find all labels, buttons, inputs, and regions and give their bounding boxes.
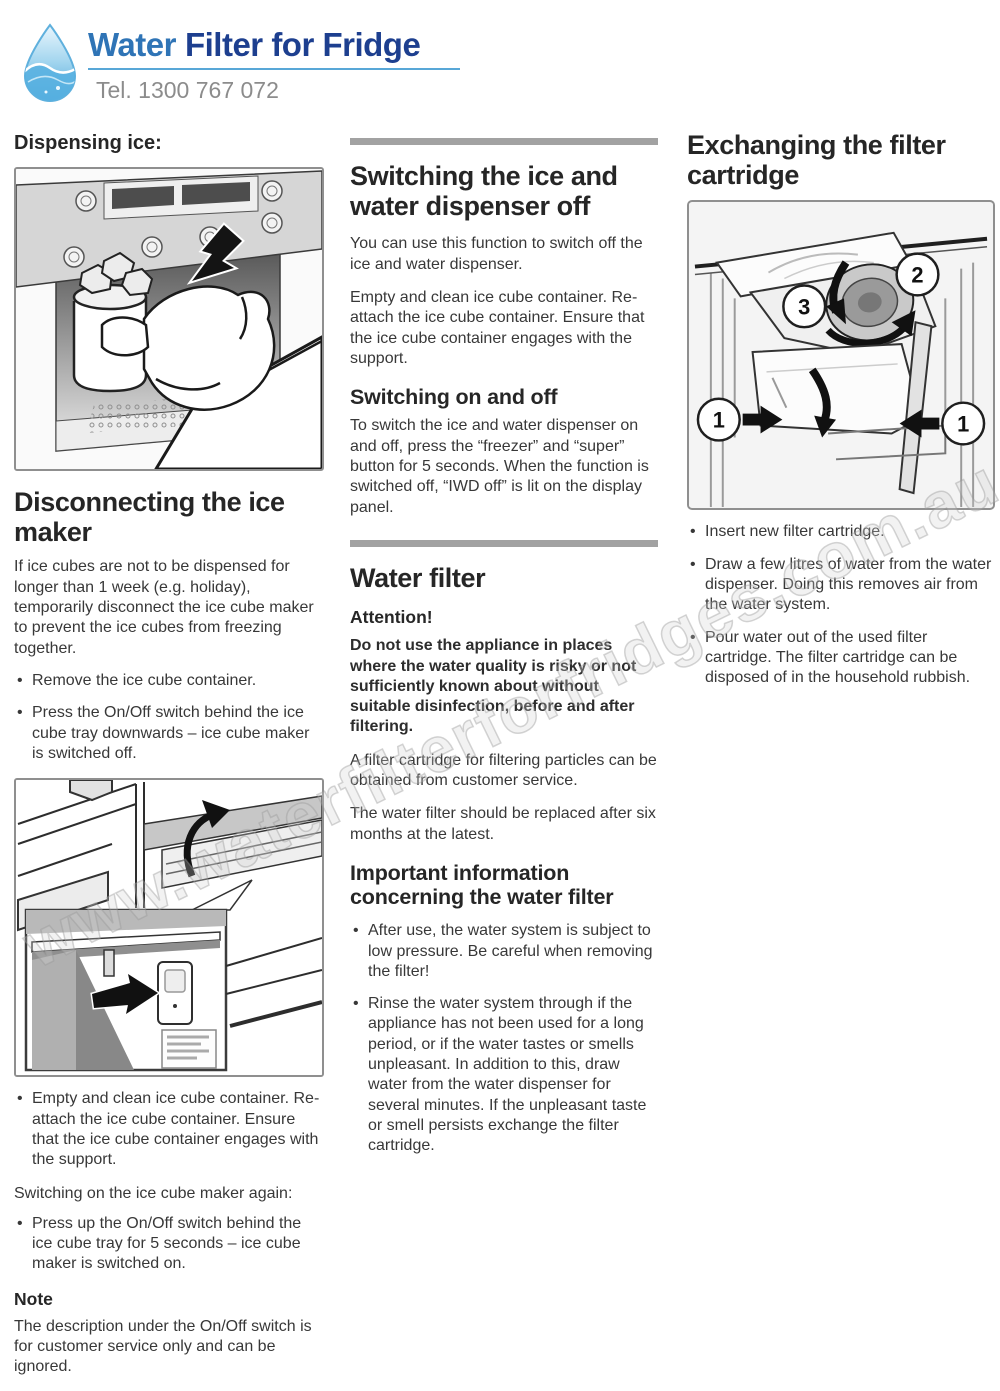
list-item: Draw a few litres of water from the wate…: [687, 555, 995, 616]
list-item: Insert new filter cartridge.: [687, 522, 995, 543]
push-left-arrow-icon: [899, 410, 940, 438]
note-text: The description under the On/Off switch …: [14, 1317, 312, 1376]
column-left: Dispensing ice:: [14, 130, 324, 1378]
callout-circle-1-left: [696, 397, 741, 443]
callout-3: 3: [798, 295, 810, 320]
ice-maker-switch-drawing: [16, 780, 322, 1076]
water-filter-heading: Water filter: [350, 562, 486, 593]
disconnecting-list: Remove the ice cube container. Press the…: [14, 671, 324, 764]
rotate-arrow-icon: [825, 326, 907, 348]
callout-1-right: 1: [957, 412, 969, 437]
press-switch-arrow-icon: [90, 971, 161, 1018]
note-heading: Note: [14, 1288, 53, 1309]
list-item: Pour water out of the used filter cartri…: [687, 628, 995, 689]
callout-circle-1-right: [941, 401, 986, 447]
switch-on-label: Switching on the ice cube maker again:: [14, 1184, 293, 1202]
press-button-arrow-icon: [186, 222, 245, 285]
paragraph: Empty and clean ice cube container. Re-a…: [350, 289, 645, 368]
list-item: Empty and clean ice cube container. Re-a…: [14, 1089, 324, 1170]
water-drop-icon: [23, 23, 77, 102]
brand-word-water: Water: [88, 26, 176, 63]
phone-number: Tel. 1300 767 072: [96, 77, 279, 103]
brand-word-rest: Filter for Fridge: [184, 26, 421, 63]
callout-1-left: 1: [713, 408, 725, 433]
dispensing-ice-heading: Dispensing ice:: [14, 132, 162, 154]
switching-on-off-heading: Switching on and off: [350, 385, 558, 410]
callout-circle-2: [895, 252, 940, 298]
disconnecting-intro: If ice cubes are not to be dispensed for…: [14, 558, 314, 657]
after-figure-list: Empty and clean ice cube container. Re-a…: [14, 1089, 324, 1170]
paragraph: The water filter should be replaced afte…: [350, 805, 656, 843]
flap-down-arrow-icon: [808, 368, 831, 424]
important-info-list: After use, the water system is subject t…: [350, 921, 658, 1156]
disconnecting-heading: Disconnecting the ice maker: [14, 487, 285, 548]
column-right: Exchanging the filter cartridge: [687, 130, 995, 689]
column-middle: Switching the ice and water dispenser of…: [350, 130, 658, 1157]
paragraph: You can use this function to switch off …: [350, 235, 643, 273]
paragraph: To switch the ice and water dispenser on…: [350, 417, 649, 516]
figure-filter-cartridge-illustration: 1 1 2 3: [687, 200, 995, 511]
callout-2: 2: [911, 263, 923, 288]
list-item: Press the On/Off switch behind the ice c…: [14, 703, 324, 764]
list-item: Press up the On/Off switch behind the ic…: [14, 1214, 324, 1275]
figure-ice-maker-switch-illustration: [14, 778, 324, 1078]
list-item: Rinse the water system through if the ap…: [350, 994, 658, 1157]
callout-circle-3: [782, 284, 827, 329]
exchange-steps-list: Insert new filter cartridge. Draw a few …: [687, 522, 995, 688]
brand-underline: [88, 68, 460, 70]
push-right-arrow-icon: [742, 406, 783, 434]
important-info-heading: Important information concerning the wat…: [350, 861, 614, 910]
filter-cartridge-drawing: 1 1 2 3: [689, 203, 993, 508]
lift-arrow-icon: [183, 810, 216, 878]
figure-ice-dispensing-illustration: [14, 167, 324, 471]
list-item: After use, the water system is subject t…: [350, 921, 658, 982]
list-item: Remove the ice cube container.: [14, 671, 324, 692]
attention-text: Do not use the appliance in places where…: [350, 637, 637, 736]
exchanging-cartridge-heading: Exchanging the filter cartridge: [687, 130, 946, 191]
section-divider: [350, 138, 658, 145]
section-divider: [350, 539, 658, 547]
switch-on-list: Press up the On/Off switch behind the ic…: [14, 1214, 324, 1275]
ice-dispenser-drawing: [16, 169, 322, 469]
attention-heading: Attention!: [350, 607, 433, 628]
switching-dispenser-heading: Switching the ice and water dispenser of…: [350, 161, 618, 222]
paragraph: A filter cartridge for filtering particl…: [350, 751, 657, 790]
